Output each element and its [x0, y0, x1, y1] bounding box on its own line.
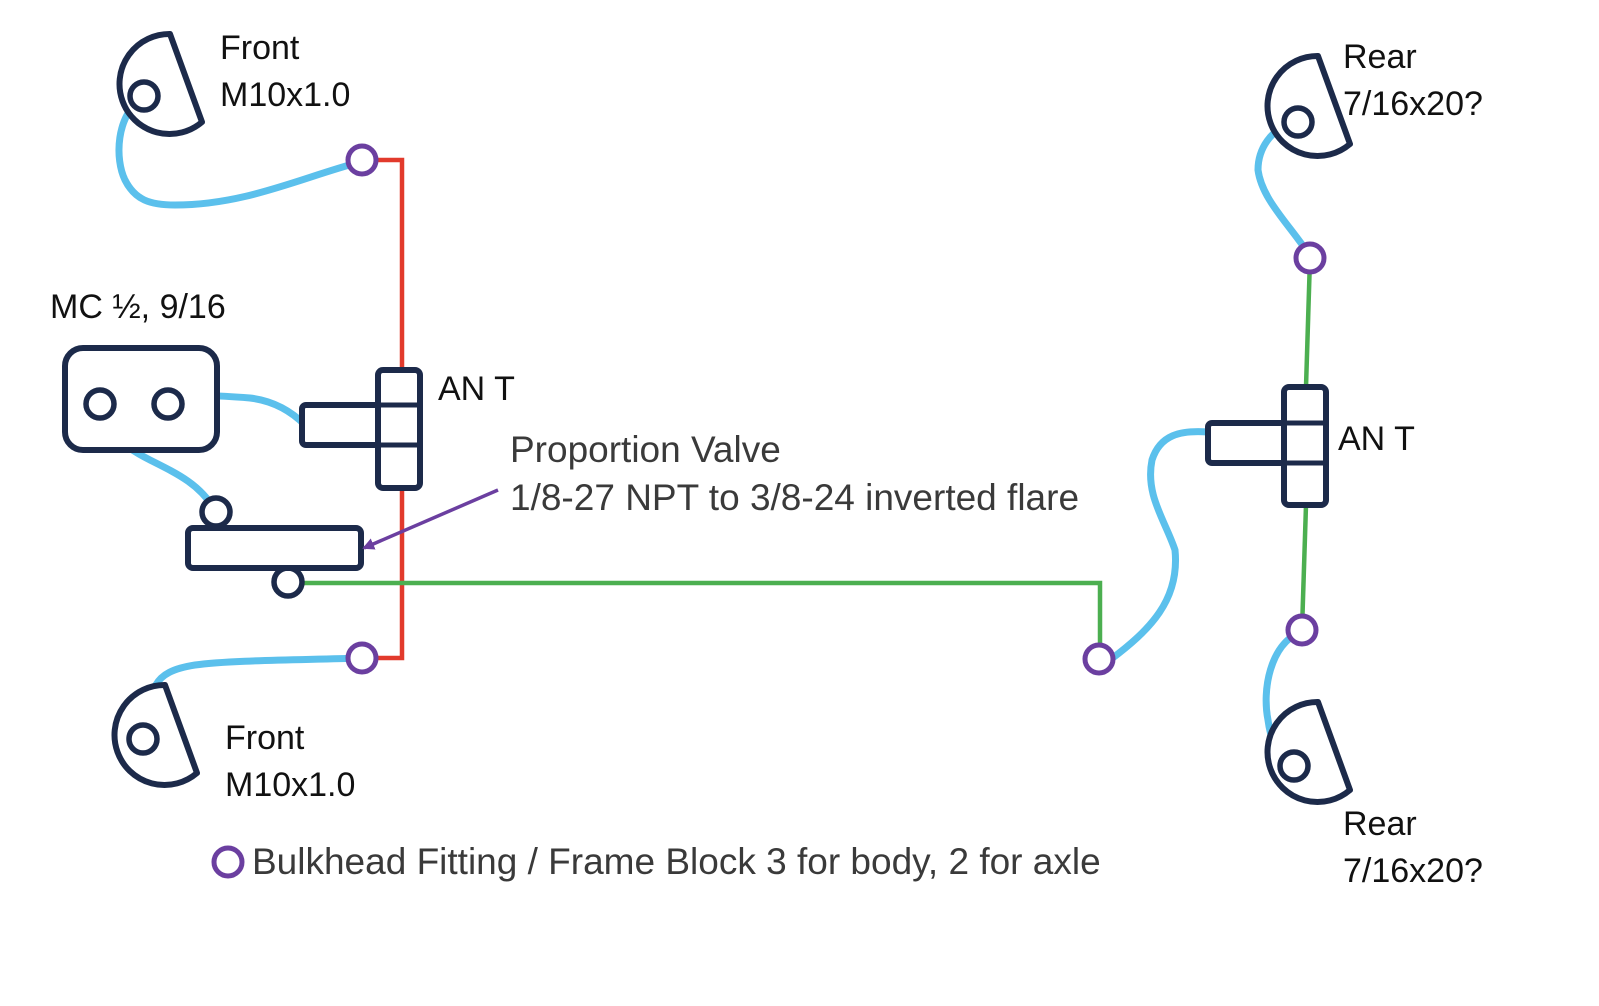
front-top-label-line1: Front — [220, 29, 300, 67]
front-bottom-label-line1: Front — [225, 719, 305, 757]
caliper-rear-top-icon — [1264, 52, 1353, 159]
rear-hard-line-main — [288, 580, 1103, 658]
an-tee-right — [1205, 384, 1329, 508]
rear-hard-line-down — [1299, 504, 1309, 631]
rear-top-label-line2: 7/16x20? — [1343, 85, 1483, 123]
an-tee-left-label: AN T — [438, 370, 515, 408]
master-cylinder-label: MC ½, 9/16 — [50, 288, 226, 326]
legend-label: Bulkhead Fitting / Frame Block 3 for bod… — [252, 841, 1101, 882]
bulkhead-fitting-rear-top — [1293, 241, 1327, 275]
rear-bottom-label-line1: Rear — [1343, 805, 1417, 843]
caliper-front-top-icon — [116, 30, 205, 137]
proportion-valve-pointer — [362, 488, 499, 550]
rear-bottom-label-line2: 7/16x20? — [1343, 852, 1483, 890]
bulkhead-fitting-front-top — [345, 143, 379, 177]
caliper-rear-bottom-icon — [1264, 698, 1353, 805]
front-bottom-label-line2: M10x1.0 — [225, 766, 355, 804]
an-tee-left — [299, 367, 423, 491]
rear-hard-line-up — [1303, 257, 1313, 388]
master-cylinder — [62, 345, 220, 453]
front-top-flex-hose — [115, 92, 364, 209]
bulkhead-fitting-front-bottom — [345, 641, 379, 675]
front-top-label-line2: M10x1.0 — [220, 76, 350, 114]
bulkhead-fitting-rear-main — [1082, 642, 1116, 676]
rear-top-label-line1: Rear — [1343, 38, 1417, 76]
proportion-valve-label-line2: 1/8-27 NPT to 3/8-24 inverted flare — [510, 477, 1079, 518]
proportion-valve-label-line1: Proportion Valve — [510, 429, 781, 470]
an-tee-right-label: AN T — [1338, 420, 1415, 458]
proportion-valve — [185, 495, 364, 599]
caliper-front-bottom-icon — [111, 681, 200, 788]
legend-bulkhead-icon — [211, 845, 245, 879]
bulkhead-fitting-rear-bottom — [1285, 613, 1319, 647]
rear-tee-flex-hose — [1106, 428, 1212, 664]
